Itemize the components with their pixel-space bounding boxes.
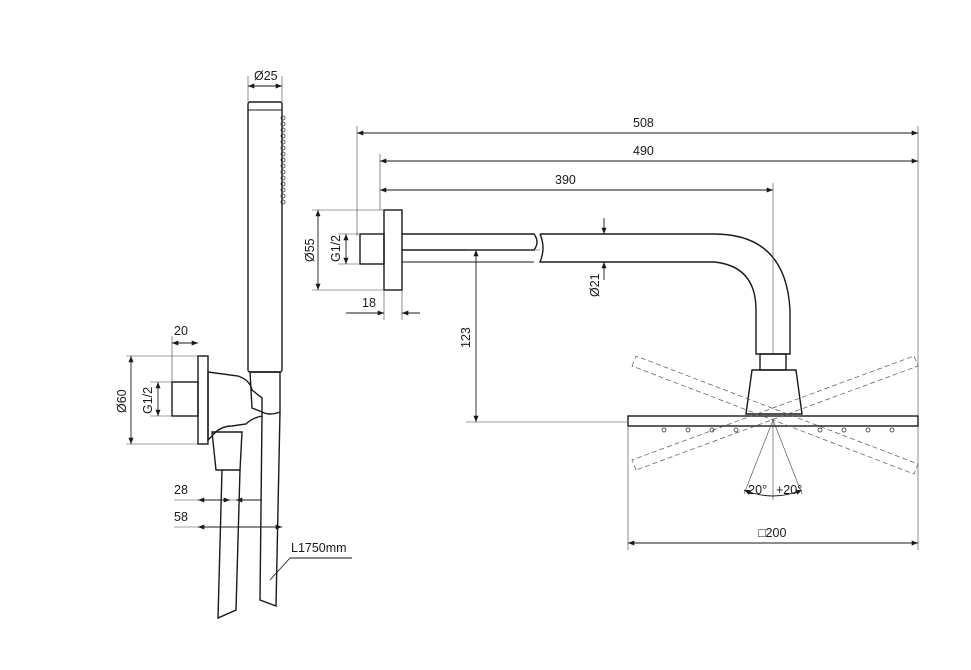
shower-arm-bent (538, 233, 791, 355)
dim-label: 18 (362, 296, 376, 310)
dim-head-size: □200 (627, 426, 919, 550)
arm-thread-stub (359, 233, 385, 265)
dim-label: 28 (174, 483, 188, 497)
hose-right (259, 411, 281, 608)
dim-offset-58: 58 (174, 510, 282, 530)
dim-arm-diameter: Ø21 (588, 218, 607, 297)
dim-label: Ø25 (254, 69, 278, 83)
dim-handshower-diameter: Ø25 (247, 69, 283, 102)
dim-arm-390: 390 (380, 173, 774, 354)
dim-label: G1/2 (141, 387, 155, 414)
dim-label: 20 (174, 324, 188, 338)
head-shower-set: -20° +20° 508 490 390 Ø55 (303, 116, 919, 550)
outlet-wall-flange (197, 355, 209, 445)
hand-shower-body (247, 101, 283, 373)
shower-head-nozzles (661, 427, 895, 433)
dim-outlet-depth: 20 (171, 324, 198, 382)
dim-label: -20° (744, 483, 767, 497)
dim-label: 390 (555, 173, 576, 187)
dim-label: 508 (633, 116, 654, 130)
dim-label: 123 (459, 327, 473, 348)
arm-wall-flange (383, 209, 403, 291)
dim-label: Ø21 (588, 273, 602, 297)
dim-label: G1/2 (329, 235, 343, 262)
dim-label: Ø60 (115, 389, 129, 413)
tilt-ghost-plates (631, 355, 919, 475)
handle-grip (249, 371, 281, 415)
head-ball-joint (745, 369, 803, 415)
holder-body (207, 371, 263, 442)
hand-shower-nozzles (280, 115, 286, 205)
dim-hose-length: L1750mm (269, 541, 352, 581)
dim-label: Ø55 (303, 238, 317, 262)
dim-flange-diameter: Ø55 (303, 209, 384, 291)
dim-outlet-thread: G1/2 (141, 381, 172, 417)
tilt-angle-marks (743, 418, 803, 500)
dim-label: +20° (776, 483, 802, 497)
dim-outlet-diameter: Ø60 (115, 355, 198, 445)
dim-tilt: -20° +20° (744, 483, 802, 497)
shower-arm-left (402, 233, 538, 251)
dim-wall-thread: G1/2 (329, 233, 360, 265)
dim-flange-depth: 18 (346, 290, 420, 320)
dim-head-drop: 123 (459, 249, 628, 423)
hose-left (217, 469, 241, 620)
head-connector-nut (759, 353, 787, 371)
hose-connector (211, 431, 243, 471)
dim-label: L1750mm (291, 541, 347, 555)
hand-shower-set: Ø25 20 Ø60 G1/2 28 (115, 69, 352, 620)
outlet-nipple (171, 381, 199, 417)
dim-arm-490: 490 (379, 144, 918, 210)
dim-overall-length: 508 (356, 116, 919, 416)
dim-offset-28: 28 (174, 483, 262, 503)
dim-label: 58 (174, 510, 188, 524)
dim-label: □200 (758, 526, 786, 540)
dim-label: 490 (633, 144, 654, 158)
